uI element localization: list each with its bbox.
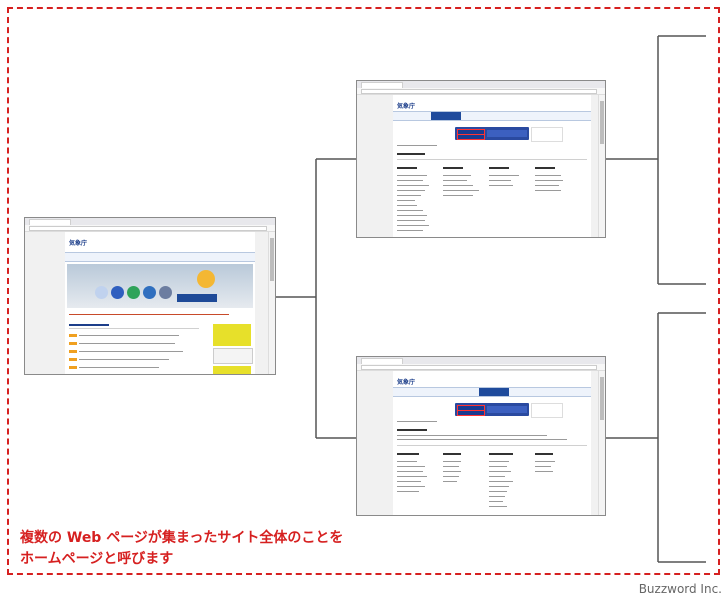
dashed-frame xyxy=(7,7,720,575)
nav-bar xyxy=(65,252,255,262)
weather-map-banner xyxy=(455,127,529,140)
jma-logo: 気象庁 xyxy=(397,379,416,386)
caption-line-1: 複数の Web ページが集まったサイト全体のことを xyxy=(20,530,344,546)
nav-bar xyxy=(393,387,591,397)
nav-bar xyxy=(393,111,591,121)
home-page-screenshot: 気象庁 xyxy=(24,217,276,375)
caption-line-2: ホームページと呼びます xyxy=(20,551,174,567)
disaster-info-page-screenshot: 気象庁 xyxy=(356,80,606,238)
jma-logo: 気象庁 xyxy=(69,240,88,247)
jma-logo: 気象庁 xyxy=(397,103,416,110)
ad-banner xyxy=(213,324,251,346)
credit: Buzzword Inc. xyxy=(638,582,722,596)
weather-map-banner xyxy=(455,403,529,416)
caption: 複数の Web ページが集まったサイト全体のことを ホームページと呼びます xyxy=(20,528,343,570)
hero-image xyxy=(67,264,253,308)
regional-info-page-screenshot: 気象庁 xyxy=(356,356,606,516)
